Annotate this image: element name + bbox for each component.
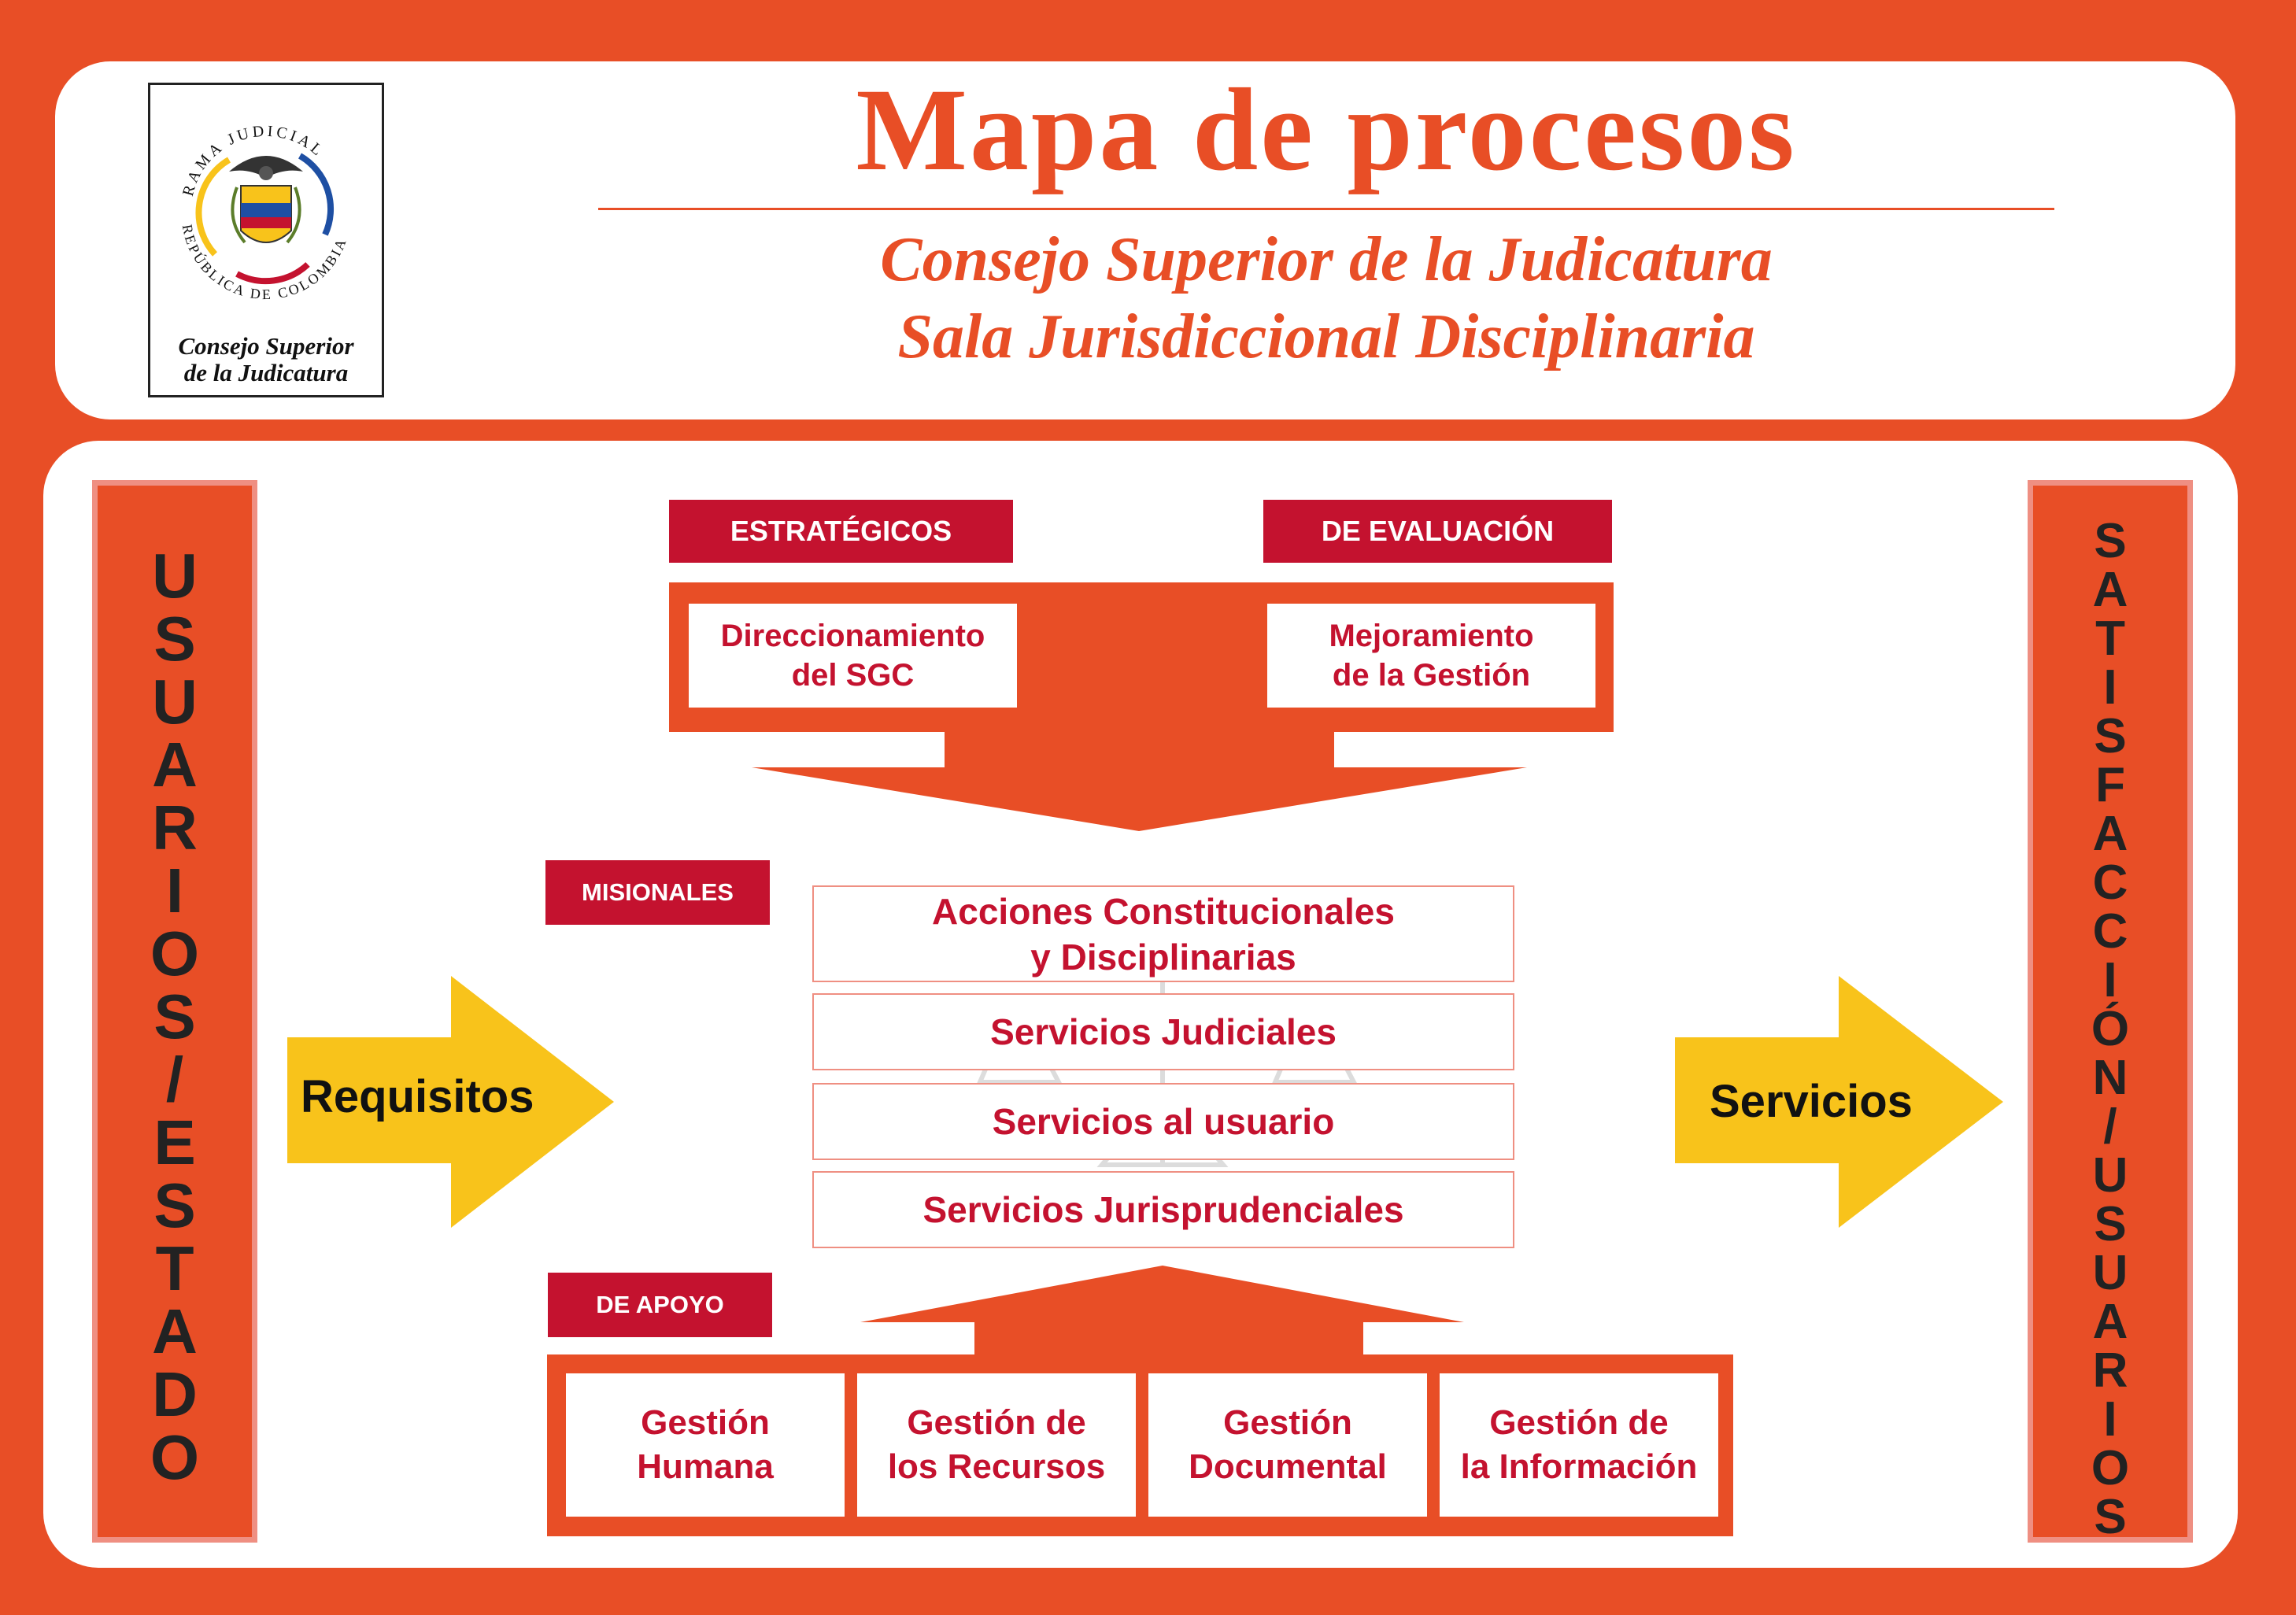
subtitle-line2: Sala Jurisdiccional Disciplinaria (897, 302, 1755, 371)
header-panel (55, 61, 2235, 419)
estrategicos-label: ESTRATÉGICOS (669, 500, 1013, 563)
coat-of-arms-icon: RAMA JUDICIAL REPÚBLICA DE COLOMBIA (179, 123, 348, 303)
process-gestion-informacion-line2: la Información (1460, 1447, 1698, 1486)
satisfaccion-usuarios-letter: A (2092, 1295, 2128, 1349)
subtitle-line1: Consejo Superior de la Judicatura (880, 225, 1773, 294)
title-divider (598, 208, 2054, 210)
process-mejoramiento: Mejoramiento de la Gestión (1267, 604, 1595, 708)
satisfaccion-usuarios-letter: I (2103, 660, 2117, 715)
usuarios-estado-letter: A (152, 1296, 198, 1366)
logo-caption: Consejo Superior de la Judicatura (150, 333, 382, 386)
logo-caption-line1: Consejo Superior (178, 332, 354, 360)
satisfaccion-usuarios-letter: O (2091, 1441, 2130, 1495)
process-gestion-informacion: Gestión de la Información (1440, 1373, 1718, 1517)
process-servicios-usuario: Servicios al usuario (812, 1083, 1514, 1160)
satisfaccion-usuarios-letter: A (2092, 563, 2128, 617)
satisfaccion-usuarios-letter: R (2092, 1343, 2128, 1398)
satisfaccion-usuarios-letter: S (2094, 709, 2127, 763)
process-servicios-jurisprudenciales: Servicios Jurisprudenciales (812, 1171, 1514, 1248)
satisfaccion-usuarios-letter: C (2092, 856, 2128, 910)
process-gestion-recursos-line2: los Recursos (887, 1447, 1106, 1486)
process-gestion-documental-line1: Gestión (1223, 1403, 1352, 1442)
process-acciones-constitucionales: Acciones Constitucionales y Disciplinari… (812, 885, 1514, 982)
usuarios-estado-letter: O (150, 918, 200, 989)
process-servicios-judiciales: Servicios Judiciales (812, 993, 1514, 1070)
satisfaccion-usuarios-letter: N (2092, 1051, 2128, 1105)
process-mejoramiento-line2: de la Gestión (1332, 658, 1531, 693)
misionales-label: MISIONALES (545, 860, 770, 925)
satisfaccion-usuarios-letter: S (2094, 1197, 2127, 1251)
apoyo-label: DE APOYO (548, 1273, 772, 1337)
evaluacion-label: DE EVALUACIÓN (1263, 500, 1612, 563)
usuarios-estado-letter: S (153, 1170, 196, 1240)
judiciary-logo: RAMA JUDICIAL REPÚBLICA DE COLOMBIA Cons… (148, 83, 384, 397)
satisfaccion-usuarios-letter: / (2103, 1099, 2117, 1154)
satisfaccion-usuarios-letter: T (2095, 612, 2125, 666)
logo-caption-line2: de la Judicatura (183, 359, 349, 386)
satisfaccion-usuarios-letter: I (2103, 953, 2117, 1007)
process-gestion-documental-line2: Documental (1189, 1447, 1387, 1486)
process-mejoramiento-line1: Mejoramiento (1329, 619, 1534, 653)
satisfaccion-usuarios-letter: F (2095, 758, 2125, 812)
satisfaccion-usuarios-letter: S (2094, 1490, 2127, 1544)
up-arrow (860, 1266, 1464, 1355)
process-direccionamiento-line2: del SGC (791, 658, 915, 693)
down-arrow (752, 730, 1527, 831)
process-gestion-informacion-line1: Gestión de (1489, 1403, 1669, 1442)
process-gestion-humana-line2: Humana (637, 1447, 774, 1486)
satisfaccion-usuarios-letter: U (2092, 1246, 2128, 1300)
usuarios-estado-letter: T (155, 1233, 194, 1303)
process-gestion-documental: Gestión Documental (1148, 1373, 1427, 1517)
process-direccionamiento-line1: Direccionamiento (720, 619, 985, 653)
servicios-label: Servicios (1710, 1076, 1913, 1127)
satisfaccion-usuarios-letter: Ó (2091, 1002, 2130, 1056)
satisfaccion-usuarios-letter: A (2092, 807, 2128, 861)
process-servicios-jurisprudenciales-label: Servicios Jurisprudenciales (922, 1189, 1404, 1230)
usuarios-estado-letter: R (152, 793, 198, 863)
process-gestion-recursos: Gestión de los Recursos (857, 1373, 1136, 1517)
usuarios-estado-letter: A (152, 730, 198, 800)
servicios-arrow (1675, 976, 2003, 1228)
process-acciones-line1: Acciones Constitucionales (932, 890, 1395, 932)
process-gestion-humana: Gestión Humana (566, 1373, 845, 1517)
process-acciones-line2: y Disciplinarias (1030, 936, 1296, 978)
usuarios-estado-letter: / (165, 1044, 184, 1114)
usuarios-estado-letter: E (153, 1107, 196, 1177)
satisfaccion-usuarios-letter: S (2094, 514, 2127, 568)
requisitos-label: Requisitos (301, 1071, 534, 1122)
usuarios-estado-letter: O (150, 1422, 200, 1492)
process-direccionamiento: Direccionamiento del SGC (689, 604, 1017, 708)
usuarios-estado-letter: S (153, 981, 196, 1051)
satisfaccion-usuarios-letter: U (2092, 1148, 2128, 1203)
page-title: Mapa de procesos (856, 65, 1797, 195)
usuarios-estado-letter: S (153, 604, 196, 674)
satisfaccion-usuarios-letter: I (2103, 1392, 2117, 1447)
usuarios-estado-letter: U (152, 541, 198, 611)
usuarios-estado-letter: I (165, 856, 184, 926)
usuarios-estado-letter: U (152, 667, 198, 737)
usuarios-estado-letter: D (152, 1359, 198, 1429)
process-gestion-humana-line1: Gestión (641, 1403, 770, 1442)
satisfaccion-usuarios-letter: C (2092, 904, 2128, 959)
process-servicios-judiciales-label: Servicios Judiciales (990, 1011, 1337, 1052)
process-servicios-usuario-label: Servicios al usuario (992, 1101, 1335, 1142)
process-gestion-recursos-line1: Gestión de (907, 1403, 1086, 1442)
requisitos-arrow (287, 976, 614, 1228)
